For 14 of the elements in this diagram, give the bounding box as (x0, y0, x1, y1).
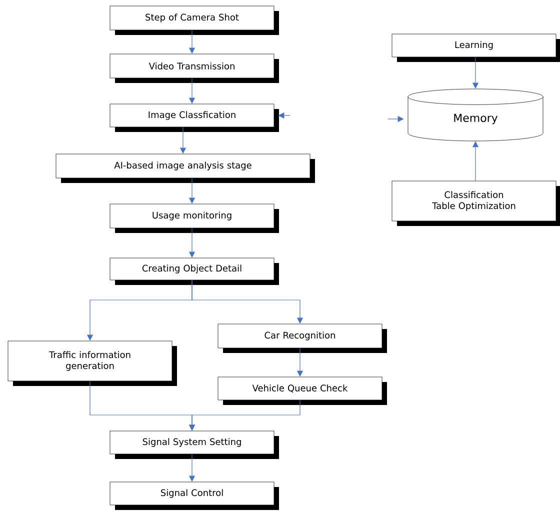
process-box: Learning (392, 34, 560, 62)
process-box: Classification Table Optimization (392, 180, 560, 226)
memory-cylinder: Memory (408, 88, 544, 142)
process-box: Video Transmission (110, 54, 279, 83)
process-box: Step of Camera Shot (110, 6, 279, 35)
process-box: Usage monitoring (110, 204, 279, 233)
process-box: Car Recognition (218, 324, 387, 353)
process-box: Signal System Setting (110, 430, 279, 459)
process-box: Signal Control (110, 482, 279, 510)
process-box: Image Classfication (110, 104, 279, 132)
process-box: Traffic information generation (8, 340, 177, 386)
process-box: Creating Object Detail (110, 258, 279, 285)
process-box: AI-based image analysis stage (56, 154, 315, 183)
process-box: Vehicle Queue Check (218, 376, 387, 405)
